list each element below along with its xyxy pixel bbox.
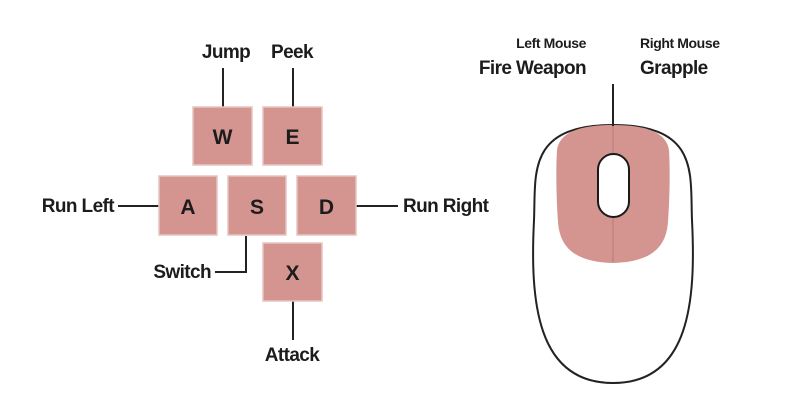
mouse: [532, 84, 694, 385]
key-a-cap: [158, 175, 218, 236]
mouse-left-button[interactable]: [556, 125, 613, 263]
connector-switch: [215, 236, 247, 273]
label-switch: Switch: [153, 262, 211, 283]
keyboard-keys: W E A S D X: [158, 106, 357, 302]
key-s-letter: S: [250, 196, 264, 219]
key-s[interactable]: S: [227, 175, 287, 236]
keyboard-labels: Jump Peek Run Left Run Right Switch Atta…: [42, 42, 490, 366]
key-d-letter: D: [319, 196, 334, 219]
label-run-right: Run Right: [403, 196, 490, 217]
key-s-cap: [227, 175, 287, 236]
label-fire-weapon: Fire Weapon: [479, 58, 586, 79]
key-d-cap: [296, 175, 357, 236]
key-d[interactable]: D: [296, 175, 357, 236]
label-jump: Jump: [202, 42, 250, 63]
label-left-mouse: Left Mouse: [516, 35, 587, 51]
scroll-wheel[interactable]: [597, 153, 630, 218]
key-e-cap: [262, 106, 323, 166]
label-run-left: Run Left: [42, 196, 116, 217]
key-e-letter: E: [285, 126, 299, 149]
label-grapple: Grapple: [640, 58, 708, 79]
key-e[interactable]: E: [262, 106, 323, 166]
keyboard-connectors: [118, 68, 398, 340]
key-a[interactable]: A: [158, 175, 218, 236]
key-w[interactable]: W: [192, 106, 253, 166]
key-w-cap: [192, 106, 253, 166]
label-right-mouse: Right Mouse: [640, 35, 720, 51]
label-attack: Attack: [265, 345, 321, 366]
key-x[interactable]: X: [262, 242, 323, 302]
key-x-letter: X: [285, 262, 299, 285]
key-a-letter: A: [180, 196, 195, 219]
key-x-cap: [262, 242, 323, 302]
key-w-letter: W: [213, 126, 233, 149]
mouse-labels: Left Mouse Fire Weapon Right Mouse Grapp…: [479, 35, 721, 79]
mouse-right-button[interactable]: [613, 125, 670, 263]
label-peek: Peek: [271, 42, 314, 63]
